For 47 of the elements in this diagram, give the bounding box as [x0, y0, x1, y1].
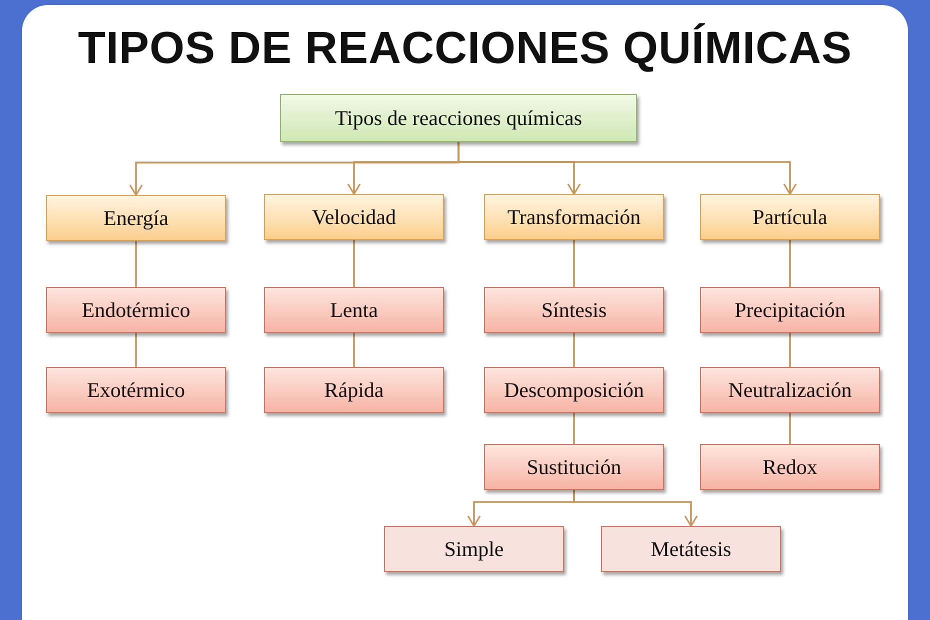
type-box: [700, 444, 880, 490]
node-label: Tipos de reacciones químicas: [334, 106, 582, 130]
arrow: [573, 490, 698, 527]
connector-line: [135, 333, 137, 367]
node-label: Sustitución: [526, 454, 622, 480]
arrow: [458, 142, 797, 195]
connector-line: [789, 413, 791, 444]
subtype-box: [384, 526, 564, 572]
type-box: [484, 444, 664, 490]
connector-line: [353, 333, 355, 367]
root-box: [280, 94, 637, 142]
connector-line: [789, 240, 791, 287]
node-label: Partícula: [752, 204, 828, 230]
node-label: Redox: [762, 454, 818, 480]
node-label: Rápida: [324, 378, 384, 402]
node-label: Metátesis: [650, 536, 732, 562]
connector-line: [573, 240, 575, 287]
node-label: Lenta: [330, 298, 378, 322]
connector-line: [573, 413, 575, 444]
connector-line: [353, 240, 355, 287]
type-box: [700, 367, 880, 413]
node-label: Neutralización: [728, 378, 852, 402]
node-label: Energía: [104, 206, 168, 230]
type-box: [700, 287, 880, 333]
node-label: Descomposición: [504, 378, 644, 402]
title: TIPOS DE REACCIONES QUÍMICAS: [76, 22, 854, 74]
node-label: Precipitación: [734, 298, 846, 322]
node-label: Síntesis: [541, 298, 607, 322]
type-box: [484, 287, 664, 333]
type-box: [484, 367, 664, 413]
node-label: Velocidad: [312, 204, 396, 230]
connector-line: [789, 333, 791, 367]
node-label: Exotérmico: [87, 378, 185, 402]
type-box: [264, 367, 444, 413]
category-box: [46, 195, 226, 241]
type-box: [46, 367, 226, 413]
node-label: Simple: [444, 536, 504, 562]
category-box: [700, 194, 880, 240]
node-label: Transformación: [507, 204, 641, 230]
category-box: [484, 194, 664, 240]
subtype-box: [601, 526, 781, 572]
connector-line: [573, 333, 575, 367]
type-box: [264, 287, 444, 333]
connector-line: [135, 241, 137, 287]
type-box: [46, 287, 226, 333]
category-box: [264, 194, 444, 240]
node-label: Endotérmico: [82, 298, 190, 322]
